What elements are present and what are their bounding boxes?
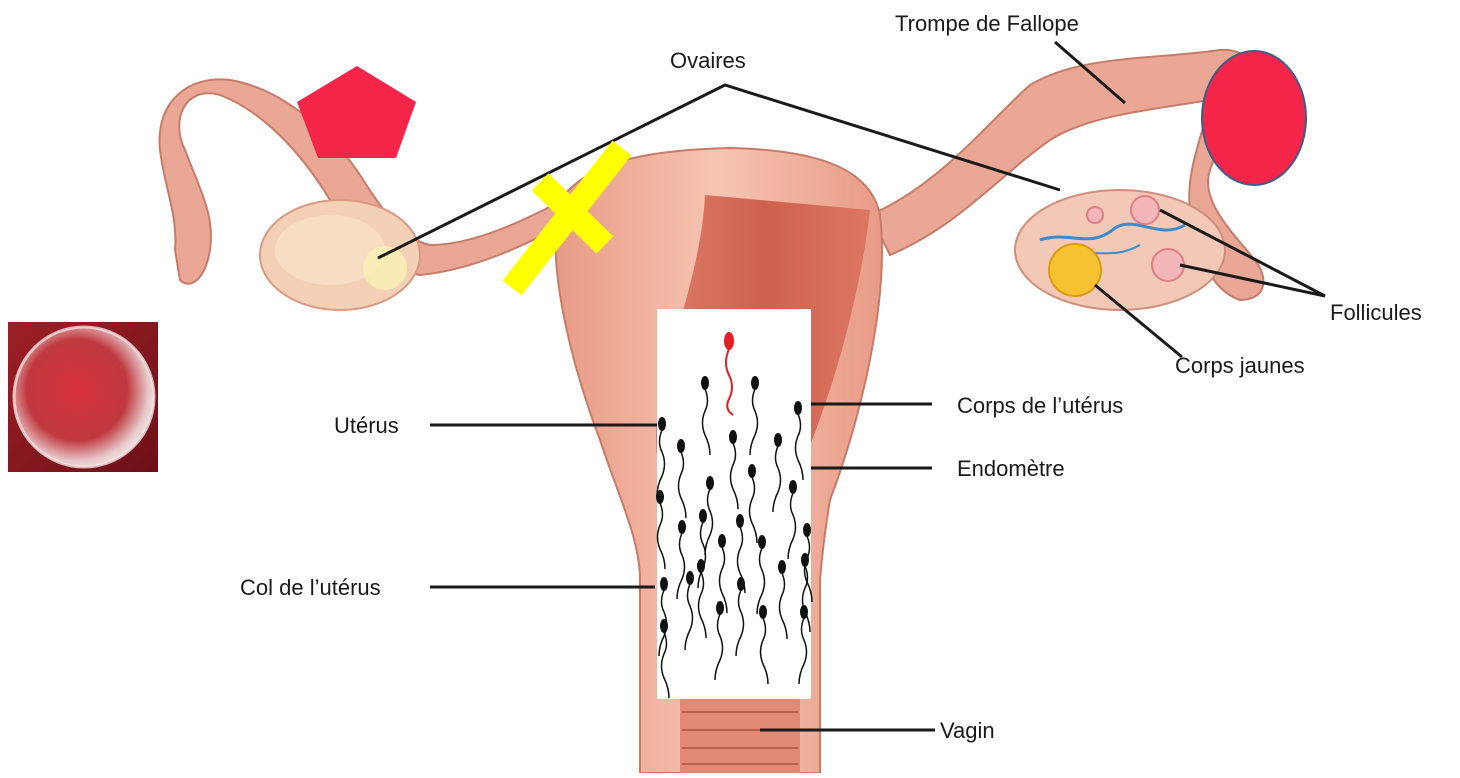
label-corps-jaunes: Corps jaunes [1175,353,1305,378]
label-ovaires: Ovaires [670,48,746,73]
sperm-panel[interactable] [656,309,812,699]
label-vagin: Vagin [940,718,995,743]
red-oval-marker[interactable] [1202,51,1306,185]
egg-cell-image[interactable] [8,322,158,472]
red-pentagon-marker[interactable] [297,66,416,158]
right-ovary [1015,190,1225,310]
label-follicules: Follicules [1330,300,1422,325]
label-corps-uterus: Corps de l’utérus [957,393,1123,418]
label-endometre: Endomètre [957,456,1065,481]
label-trompe-de-fallope: Trompe de Fallope [895,11,1079,36]
label-uterus: Utérus [334,413,399,438]
label-col-uterus: Col de l’utérus [240,575,381,600]
